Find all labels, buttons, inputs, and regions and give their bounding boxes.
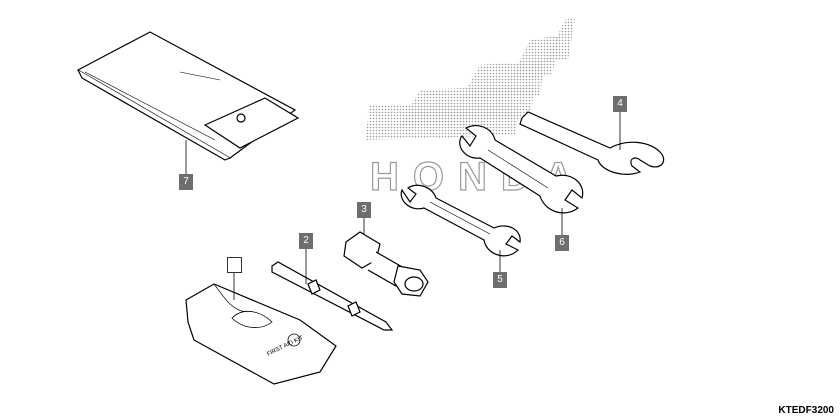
- callout-3: 3: [357, 202, 371, 218]
- callout-5: 5: [493, 272, 507, 288]
- first-aid-kit: FIRST AID KIT: [185, 283, 337, 385]
- double-wrench-small: [400, 184, 521, 257]
- double-wrench-large: [459, 125, 584, 214]
- figure-code: KTEDF3200: [778, 405, 834, 416]
- screwdriver: [271, 261, 394, 331]
- callout-7: 7: [179, 174, 193, 190]
- honda-wing-logo: HONDA: [365, 18, 575, 200]
- callout-6: 6: [555, 235, 569, 251]
- spark-plug-wrench: [343, 231, 429, 297]
- pin-spanner: [519, 111, 665, 175]
- tool-bag: [76, 31, 300, 161]
- callout-1: [227, 257, 242, 273]
- callout-4: 4: [613, 96, 627, 112]
- callout-2: 2: [299, 233, 313, 249]
